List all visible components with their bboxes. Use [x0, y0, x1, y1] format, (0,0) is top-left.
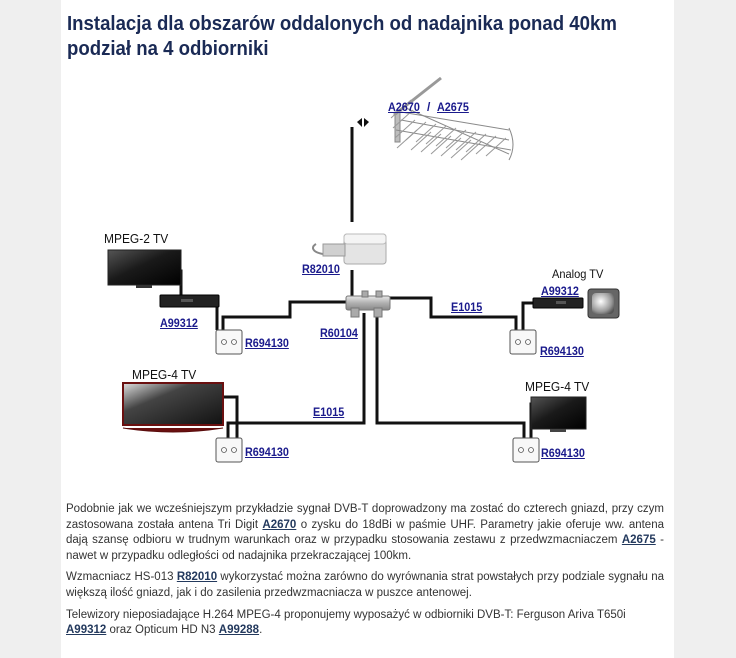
cable-e1015-link-1[interactable]: E1015 [451, 300, 483, 314]
a2670-link[interactable]: A2670 [262, 518, 297, 531]
settop-a99312-link-2[interactable]: A99312 [541, 284, 579, 298]
mpeg2-tv-icon [107, 249, 182, 288]
p2-text-2: wykorzystać można zarówno do wyrównania … [66, 571, 664, 599]
socket-r694130-link-2[interactable]: R694130 [540, 344, 584, 358]
settop-box-analog-icon [532, 297, 584, 309]
paragraph-amplifier: Wzmacniacz HS-013 R82010 wykorzystać moż… [66, 570, 664, 601]
a2675-link[interactable]: A2675 [621, 534, 656, 547]
antenna-icon [357, 76, 514, 161]
mpeg4-tv-right-icon [530, 396, 587, 432]
page-title: Instalacja dla obszarów oddalonych od na… [67, 12, 625, 62]
analog-tv-icon [587, 288, 620, 319]
title-line-1: Instalacja dla obszarów oddalonych od na… [67, 13, 617, 35]
r82010-link[interactable]: R82010 [176, 571, 218, 584]
a99288-link[interactable]: A99288 [218, 624, 260, 637]
antenna-a2675-link[interactable]: A2675 [437, 100, 469, 114]
p3-text-3: . [259, 624, 263, 637]
amplifier-r82010-link[interactable]: R82010 [302, 262, 340, 276]
p3-text-2: oraz Opticum HD N3 [106, 624, 219, 637]
installation-diagram: A2670 / A2675 R82010 R60104 MPEG-2 TV A9… [61, 0, 674, 490]
settop-a99312-link-1[interactable]: A99312 [160, 316, 198, 330]
mpeg4-tv-left-icon [122, 382, 224, 433]
p3-text-1: Telewizory nieposiadające H.264 MPEG-4 p… [66, 608, 626, 621]
socket-r694130-link-1[interactable]: R694130 [245, 336, 289, 350]
p1-text-2: o zysku do 18dBi w paśmie UHF. Parametry… [66, 518, 664, 547]
socket-connectors [221, 339, 534, 453]
splitter-icon [345, 290, 391, 318]
a99312-link[interactable]: A99312 [66, 624, 107, 637]
analog-tv-label: Analog TV [552, 267, 604, 281]
antenna-separator: / [427, 100, 431, 114]
socket-r694130-link-3[interactable]: R694130 [245, 445, 289, 459]
mpeg4-tv-label-right: MPEG-4 TV [525, 379, 590, 394]
cable-e1015-link-2[interactable]: E1015 [313, 405, 345, 419]
p1-text-3: - nawet w przypadku odległości od nadajn… [66, 534, 664, 562]
mpeg4-tv-label-left: MPEG-4 TV [132, 367, 197, 382]
paragraph-antenna: Podobnie jak we wcześniejszym przykładzi… [66, 502, 664, 564]
wall-socket-icons [215, 329, 540, 463]
splitter-r60104-link[interactable]: R60104 [320, 326, 358, 340]
settop-box-icon [159, 294, 220, 308]
content-area: Instalacja dla obszarów oddalonych od na… [61, 0, 674, 658]
amplifier-icon [312, 233, 387, 265]
mpeg2-tv-label: MPEG-2 TV [104, 231, 169, 246]
socket-r694130-link-4[interactable]: R694130 [541, 446, 585, 460]
paragraph-receivers: Telewizory nieposiadające H.264 MPEG-4 p… [66, 608, 664, 639]
title-line-2: podział na 4 odbiorniki [67, 38, 269, 60]
p2-text-1: Wzmacniacz HS-013 [66, 571, 177, 584]
description: Podobnie jak we wcześniejszym przykładzi… [66, 502, 664, 645]
antenna-a2670-link[interactable]: A2670 [388, 100, 420, 114]
p1-text-1: Podobnie jak we wcześniejszym przykładzi… [66, 503, 664, 531]
